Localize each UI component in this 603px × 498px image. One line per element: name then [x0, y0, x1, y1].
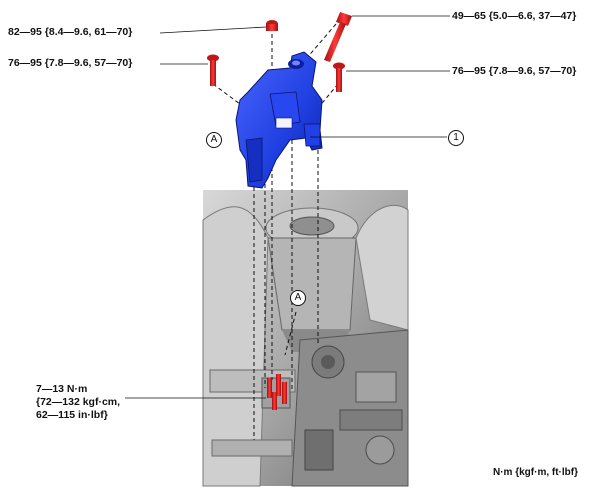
leader-lines [125, 15, 450, 399]
engine-compartment [202, 190, 409, 487]
torque-label-bolt-left: 76—95 {7.8—9.6, 57—70} [8, 57, 133, 69]
bolt-right [333, 62, 345, 92]
units-note: N·m {kgf·m, ft·lbf} [493, 467, 578, 478]
torque-label-bolt-top-left: 82—95 {8.4—9.6, 61—70} [8, 26, 133, 38]
torque-label-bolt-right: 76—95 {7.8—9.6, 57—70} [452, 65, 577, 77]
bolt-top-right [324, 12, 352, 62]
callout-ref-a-upper: A [206, 132, 222, 148]
stud-nuts [267, 374, 287, 410]
bolt-left [207, 54, 219, 86]
callout-ref-a-lower: A [290, 290, 306, 306]
torque-label-stud-nuts: 7—13 N·m {72—132 kgf·cm, 62—115 in·lbf} [36, 383, 121, 421]
torque-label-bolt-top-right: 49—65 {5.0—6.6, 37—47} [452, 10, 577, 22]
bolt-top-left [266, 20, 278, 31]
callout-part-number: 1 [448, 130, 464, 146]
engine-mount-bracket [235, 51, 323, 189]
